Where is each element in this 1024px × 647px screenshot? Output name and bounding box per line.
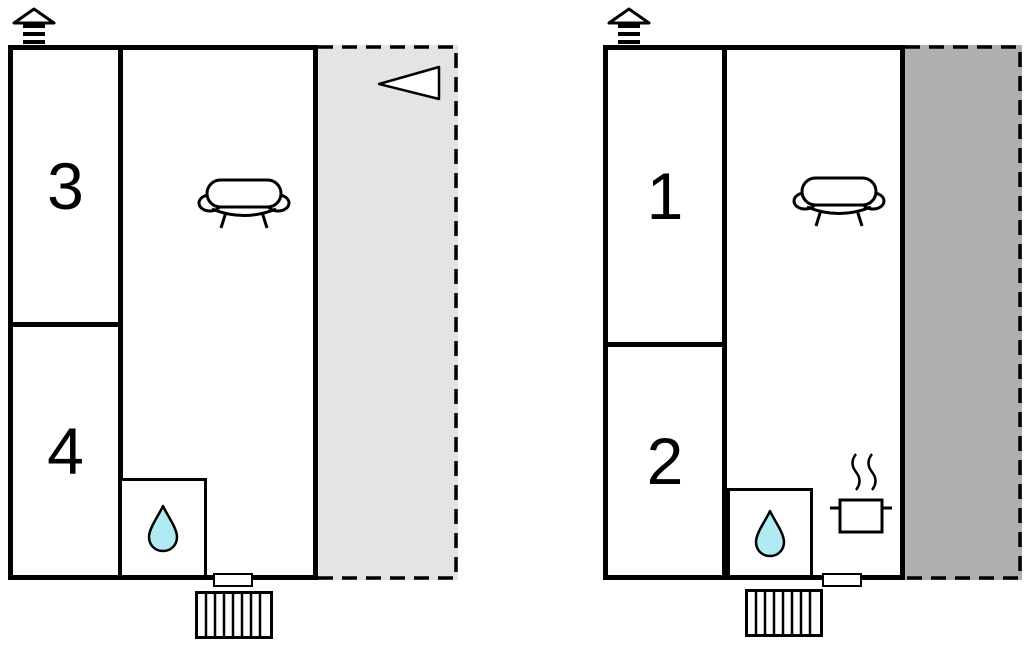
room-2: 2 xyxy=(608,347,722,575)
room-label: 2 xyxy=(646,424,684,498)
stairs-icon xyxy=(745,589,823,637)
chimney-icon xyxy=(12,6,56,46)
cooking-pot-icon xyxy=(826,450,896,545)
entrance-door xyxy=(213,573,253,587)
room-label: 4 xyxy=(47,414,84,488)
water-drop-icon xyxy=(147,504,179,553)
north-arrow-icon xyxy=(376,64,442,102)
room-3: 3 xyxy=(13,50,118,322)
room-1: 1 xyxy=(608,50,722,342)
interior-wall-vertical xyxy=(118,50,123,575)
entrance-door xyxy=(822,573,862,587)
interior-wall-horizontal xyxy=(13,322,123,327)
sofa-icon xyxy=(196,168,292,232)
chimney-icon xyxy=(607,6,651,46)
building-left: 3 4 xyxy=(8,45,318,587)
room-label: 3 xyxy=(47,149,84,223)
terrace-left xyxy=(318,45,458,580)
shower-cubicle xyxy=(727,488,813,575)
room-label: 1 xyxy=(646,159,684,233)
shower-cubicle xyxy=(119,478,207,575)
terrace-right xyxy=(905,45,1022,580)
interior-wall-horizontal xyxy=(608,342,727,347)
building-right: 1 2 xyxy=(603,45,905,587)
room-4: 4 xyxy=(13,327,118,575)
interior-wall-vertical xyxy=(722,50,727,575)
water-drop-icon xyxy=(754,509,786,558)
stairs-icon xyxy=(195,591,273,639)
sofa-icon xyxy=(791,166,887,230)
